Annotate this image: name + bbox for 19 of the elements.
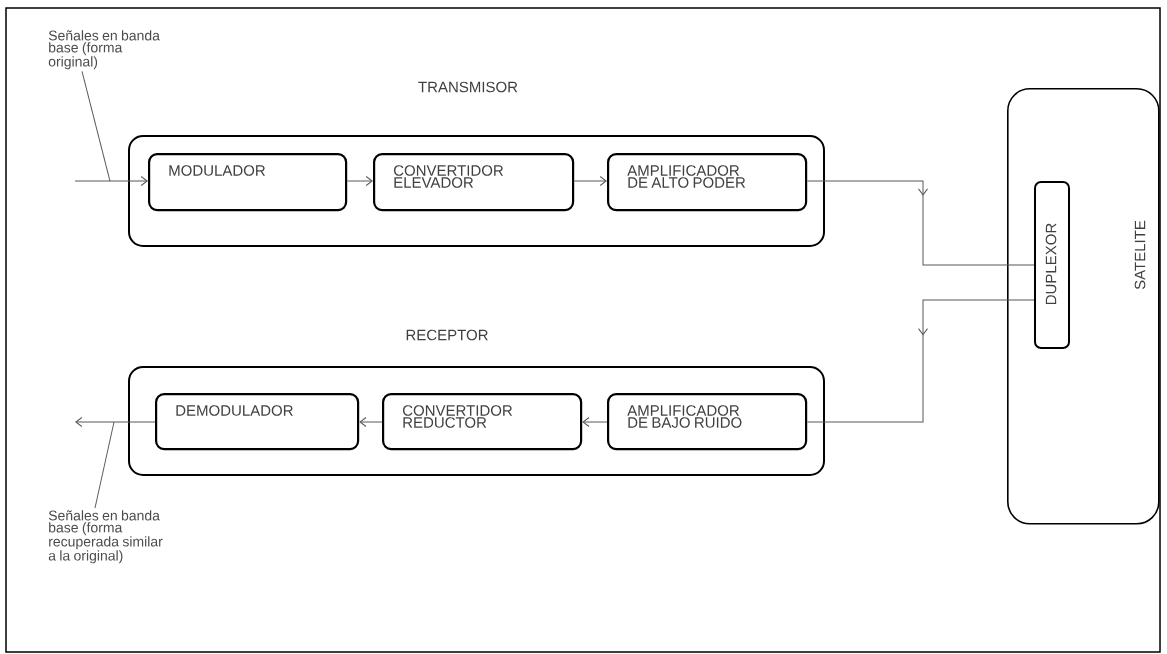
- leader-line: [94, 421, 115, 509]
- arrow: [74, 176, 148, 186]
- process-box: MODULADOR: [148, 153, 348, 212]
- node-label: TRANSMISOR: [418, 81, 518, 93]
- arrow: [582, 417, 608, 427]
- arrow: [573, 176, 607, 186]
- process-box: AMPLIFICADOR DE ALTO PODER: [607, 153, 808, 212]
- arrow: [75, 417, 156, 427]
- process-box: DUPLEXOR: [1034, 181, 1070, 349]
- process-box: DEMODULADOR: [155, 393, 360, 451]
- process-box: CONVERTIDOR REDUCTOR: [382, 393, 583, 451]
- signal-note: Señales en banda base (forma original): [48, 30, 160, 70]
- arrow: [359, 417, 383, 427]
- leader-line: [81, 71, 111, 182]
- node-label: RECEPTOR: [406, 329, 488, 341]
- signal-note: Señales en banda base (forma recuperada similar a la original): [48, 510, 163, 564]
- arrow: [346, 176, 373, 186]
- process-box: CONVERTIDOR ELEVADOR: [373, 153, 575, 212]
- process-box: AMPLIFICADOR DE BAJO RUIDO: [607, 393, 808, 451]
